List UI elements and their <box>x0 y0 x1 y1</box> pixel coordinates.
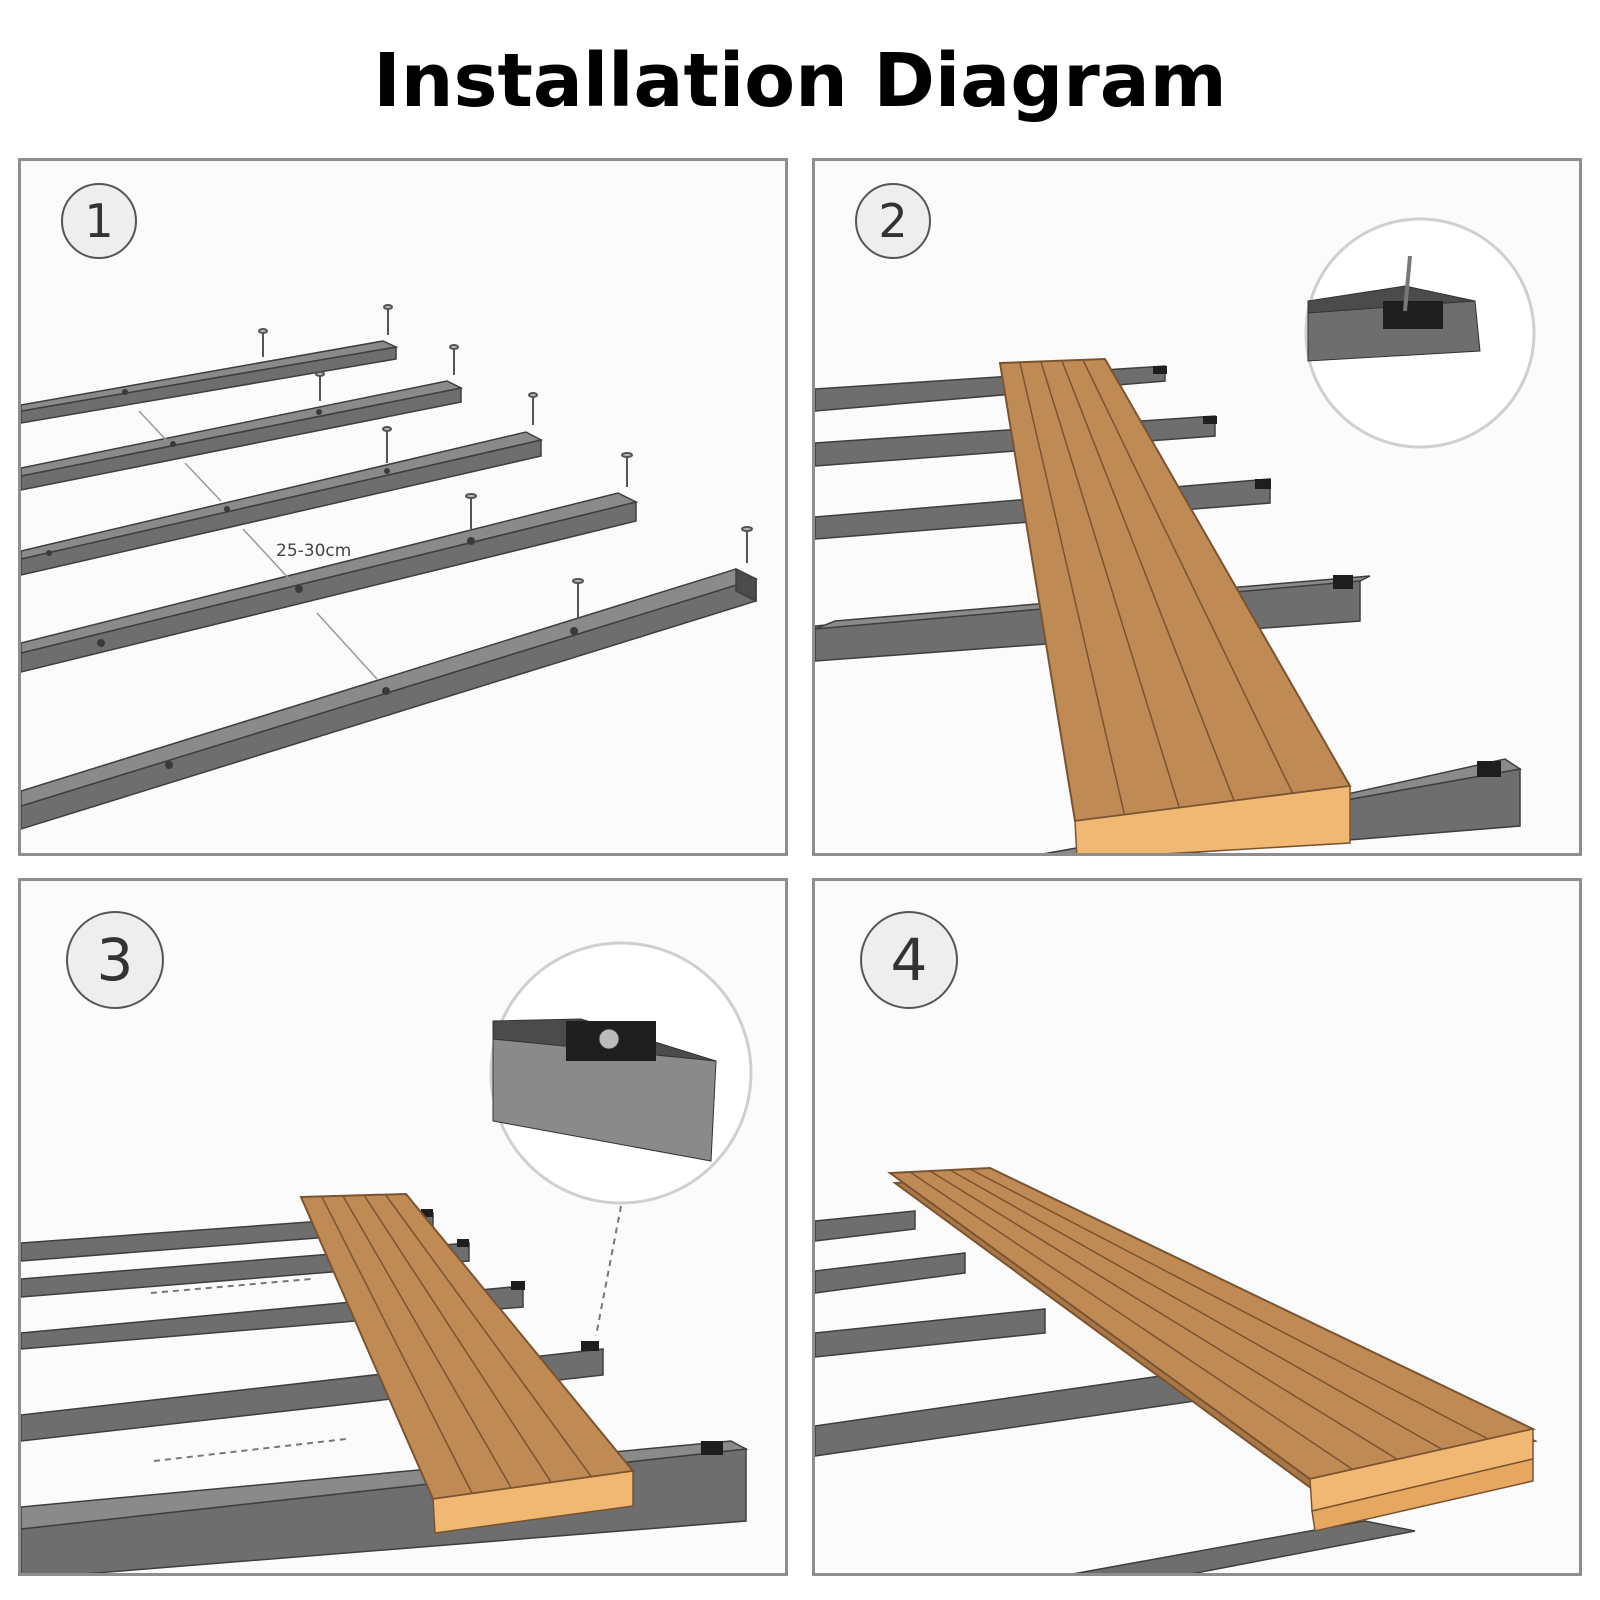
screw-holes <box>46 389 578 769</box>
screw-icon <box>258 328 268 334</box>
joist-spacing-label: 25-30cm <box>276 541 352 561</box>
screw-icon <box>741 526 753 532</box>
arrow-icon <box>153 1438 347 1462</box>
screw-icon <box>572 578 584 584</box>
clip-icon <box>457 1239 469 1247</box>
clips <box>421 1209 723 1455</box>
slide-arrows <box>150 1205 622 1462</box>
arrow-icon <box>150 1278 312 1294</box>
clip-icon <box>701 1441 723 1455</box>
step-4-panel: 4 <box>812 878 1582 1576</box>
screw-icon <box>382 426 392 432</box>
spacing-arrows <box>138 410 378 680</box>
joist-top <box>21 492 639 654</box>
arrow-icon <box>184 462 222 502</box>
arrow-icon <box>316 612 378 680</box>
step-number-badge: 1 <box>61 183 137 259</box>
step-1-panel: 1 25-30cm <box>18 158 788 856</box>
step-number-badge: 2 <box>855 183 931 259</box>
screw-icon <box>598 1028 620 1050</box>
joist-top <box>21 431 544 560</box>
clip-icon <box>511 1281 525 1290</box>
arrow-icon <box>242 528 292 582</box>
step-2-illustration <box>815 217 1536 853</box>
board <box>998 357 1352 853</box>
screw-icon <box>315 371 325 377</box>
clips <box>1153 366 1501 777</box>
screw-icon <box>383 304 393 310</box>
step-4-illustration <box>815 1166 1538 1573</box>
clip-icon <box>1383 301 1443 329</box>
joist-top <box>21 380 464 477</box>
board <box>299 1192 635 1534</box>
joists <box>21 340 759 830</box>
screw-icon <box>528 392 538 398</box>
step-number-badge: 3 <box>66 911 164 1009</box>
arrow-icon <box>138 410 168 442</box>
step-2-panel: 2 <box>812 158 1582 856</box>
step-3-illustration <box>21 941 753 1573</box>
boards <box>887 1166 1538 1532</box>
clip-icon <box>1255 479 1271 489</box>
screw-icon <box>621 452 633 458</box>
clip-icon <box>421 1209 433 1217</box>
clip-icon <box>581 1341 599 1351</box>
joists <box>815 1210 1416 1573</box>
diagram-title: Installation Diagram <box>373 38 1227 124</box>
step-number-badge: 4 <box>860 911 958 1009</box>
arrow-icon <box>595 1205 622 1337</box>
clip-icon <box>1203 416 1217 424</box>
step-3-panel: 3 <box>18 878 788 1576</box>
screw-icon <box>449 344 459 350</box>
screw-icon <box>465 493 477 499</box>
clip-icon <box>1333 575 1353 589</box>
joist-top <box>21 568 759 807</box>
screw-icon <box>1403 255 1412 312</box>
joist-top <box>21 340 399 412</box>
joist-end <box>735 567 757 603</box>
step-1-illustration <box>21 304 759 830</box>
clip-icon <box>1477 761 1501 777</box>
clip-icon <box>1153 366 1167 374</box>
screws <box>258 304 753 619</box>
